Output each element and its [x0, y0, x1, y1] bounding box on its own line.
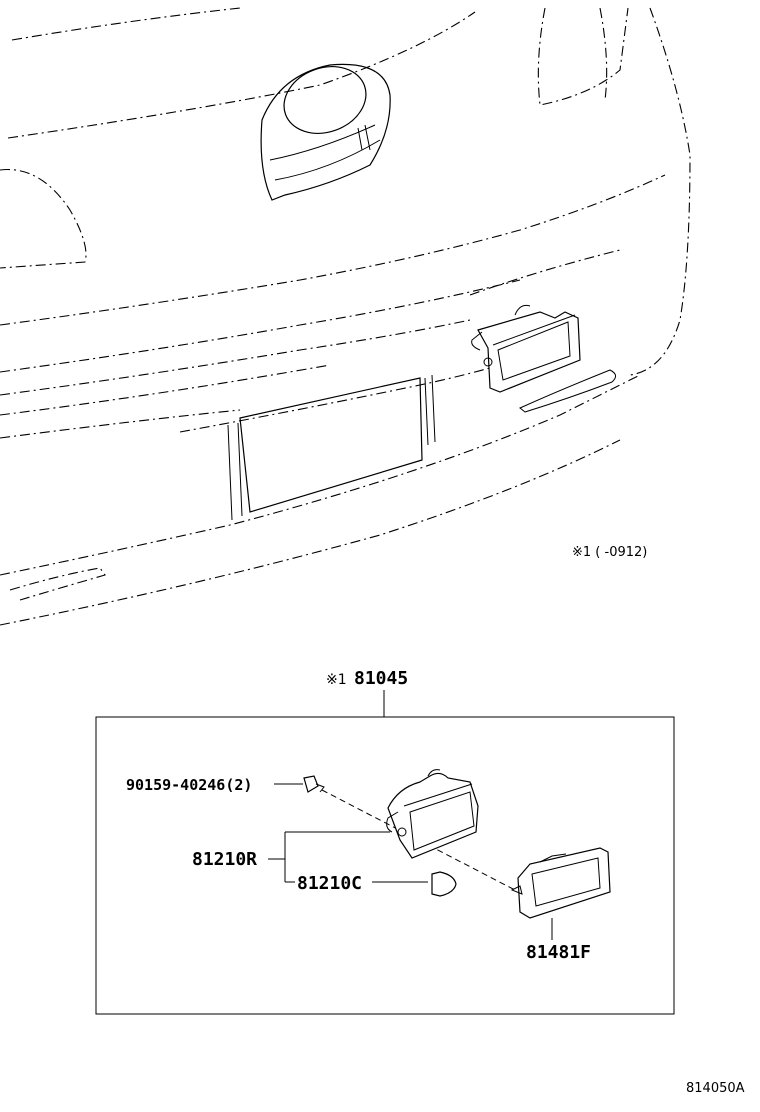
screw-part-number[interactable]: 90159-40246(2)	[126, 776, 252, 794]
assembly-callout: ※1 81045	[326, 668, 408, 717]
lamp-housing-part	[386, 769, 479, 859]
assembly-number-label[interactable]: 81045	[354, 668, 408, 689]
lamp-leader-bracket	[268, 831, 390, 883]
vehicle-rear-illustration	[0, 7, 691, 626]
screw-part	[274, 775, 325, 793]
assembly-guide-line	[321, 789, 516, 891]
installed-lamp-illustration	[471, 304, 581, 393]
assembly-box	[95, 716, 675, 1015]
bulb-part-number[interactable]: 81210C	[297, 873, 362, 894]
lamp-assy-part-number[interactable]: 81210R	[192, 849, 257, 870]
assembly-ref-mark: ※1	[326, 672, 347, 688]
diagram-code: 814050A	[686, 1081, 745, 1096]
bulb-part	[431, 871, 457, 897]
applicability-note: ※1 ( -0912)	[572, 545, 647, 560]
bezel-part-number[interactable]: 81481F	[526, 942, 591, 963]
bezel-part	[510, 847, 611, 919]
